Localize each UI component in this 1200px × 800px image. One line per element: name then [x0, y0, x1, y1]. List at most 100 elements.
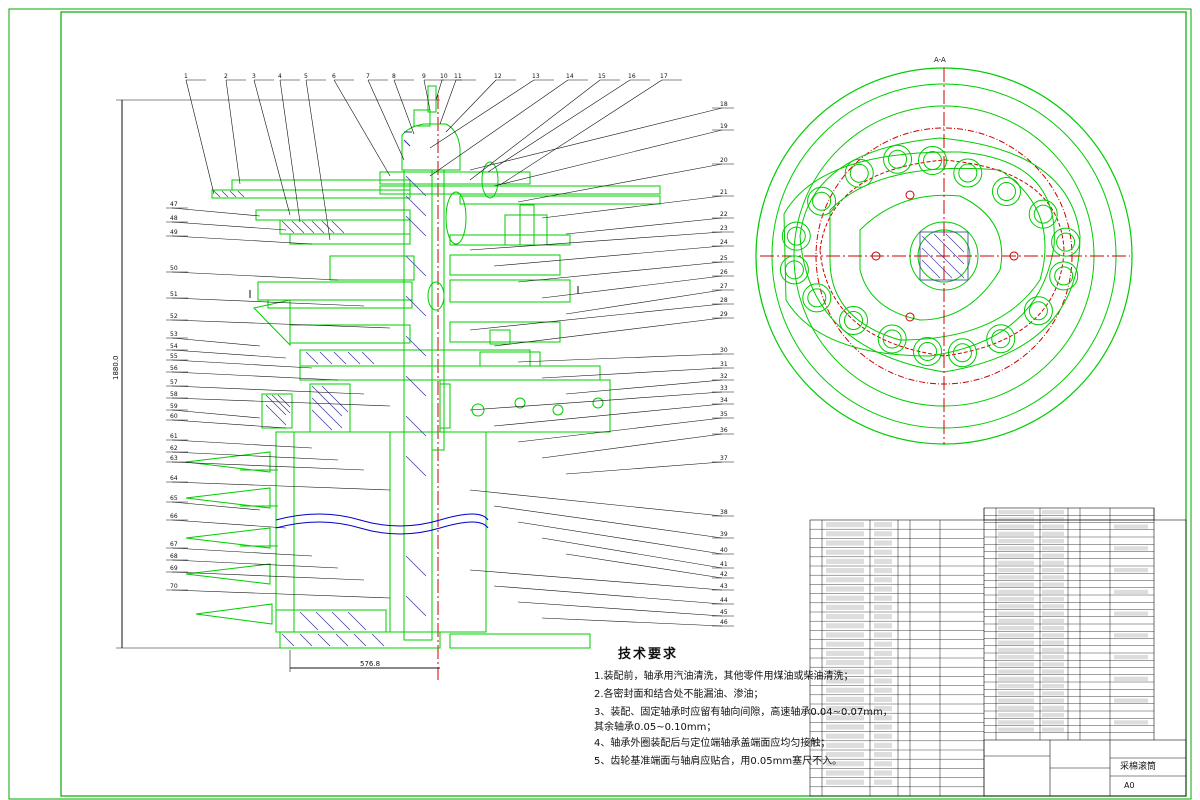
balloon-28: 28 [720, 297, 728, 304]
bom-cell-standard [1114, 524, 1148, 529]
balloon-35: 35 [720, 411, 728, 418]
balloon-14: 14 [566, 73, 574, 80]
balloon-34: 34 [720, 397, 728, 404]
bom-cell-name [1042, 553, 1064, 558]
bom-cell-name [1042, 524, 1064, 529]
bom-cell-code [998, 553, 1034, 558]
spindle-hole [986, 324, 1016, 354]
bom-cell-name [874, 660, 892, 666]
bom-cell-name [1042, 705, 1064, 710]
bom-cell-code [998, 560, 1034, 565]
bom-cell-name [874, 558, 892, 564]
bom-cell-code [998, 510, 1034, 515]
bom-cell-code [826, 614, 864, 620]
bom-cell-code [998, 582, 1034, 587]
spindle-hole [913, 336, 943, 366]
bom-cell-name [874, 568, 892, 574]
spindle-hole [802, 283, 832, 313]
balloon-24: 24 [720, 239, 728, 246]
balloon-7: 7 [366, 73, 370, 80]
balloon-26: 26 [720, 269, 728, 276]
bom-cell-code [998, 633, 1034, 638]
bom-cell-standard [1114, 589, 1148, 594]
bom-cell-name [1042, 604, 1064, 609]
title-block [983, 739, 1187, 797]
spindle-hole [781, 221, 811, 251]
bom-cell-name [874, 733, 892, 739]
bom-cell-code [826, 678, 864, 684]
bom-cell-name [1042, 647, 1064, 652]
balloon-69: 69 [170, 565, 178, 572]
bom-cell-code [826, 669, 864, 675]
sheet-size: A0 [1124, 781, 1135, 790]
bom-cell-name [1042, 684, 1064, 689]
bom-cell-name [1042, 611, 1064, 616]
bom-cell-name [1042, 713, 1064, 718]
balloon-17: 17 [660, 73, 668, 80]
bom-cell-code [998, 524, 1034, 529]
spindle-hole [844, 158, 874, 188]
bom-cell-code [998, 705, 1034, 710]
spindle-hole [1049, 261, 1079, 291]
spindle-hole [883, 144, 913, 174]
bom-cell-code [826, 577, 864, 583]
tech-requirement-5: 5、齿轮基准端面与轴肩应贴合，用0.05mm塞尺不入。 [594, 756, 843, 767]
balloon-29: 29 [720, 311, 728, 318]
balloon-62: 62 [170, 445, 178, 452]
balloon-42: 42 [720, 571, 728, 578]
balloon-30: 30 [720, 347, 728, 354]
bom-cell-name [1042, 669, 1064, 674]
bom-cell-name [1042, 560, 1064, 565]
balloon-49: 49 [170, 229, 178, 236]
section-view-a-a: A-A [755, 56, 1133, 445]
spindle-hole-inner [784, 260, 804, 280]
balloon-58: 58 [170, 391, 178, 398]
bom-cell-code [826, 641, 864, 647]
bom-cell-name [874, 522, 892, 528]
balloon-20: 20 [720, 157, 728, 164]
balloon-5: 5 [304, 73, 308, 80]
spindle-hole-inner [888, 149, 908, 169]
balloon-54: 54 [170, 343, 178, 350]
bom-cell-name [1042, 589, 1064, 594]
bom-cell-standard [1114, 633, 1148, 638]
bom-cell-standard [1114, 568, 1148, 573]
bom-cell-code [826, 595, 864, 601]
balloon-57: 57 [170, 379, 178, 386]
bom-cell-code [998, 531, 1034, 536]
spindle-hole [917, 146, 947, 176]
balloon-44: 44 [720, 597, 728, 604]
bom-cell-standard [1114, 698, 1148, 703]
bom-cell-name [874, 752, 892, 758]
spindle-hole [953, 158, 983, 188]
bom-cell-standard [1114, 676, 1148, 681]
spindle-hole-inner [922, 151, 942, 171]
balloon-70: 70 [170, 583, 178, 590]
spindle-hole-inner [786, 226, 806, 246]
bom-cell-name [874, 742, 892, 748]
balloon-43: 43 [720, 583, 728, 590]
balloon-53: 53 [170, 331, 178, 338]
balloon-59: 59 [170, 403, 178, 410]
balloon-67: 67 [170, 541, 178, 548]
balloon-36: 36 [720, 427, 728, 434]
bom-cell-name [874, 696, 892, 702]
bom-cell-name [1042, 662, 1064, 667]
bom-cell-name [1042, 626, 1064, 631]
balloon-8: 8 [392, 73, 396, 80]
balloon-64: 64 [170, 475, 178, 482]
spindle-hole-inner [996, 181, 1016, 201]
bom-cell-code [998, 640, 1034, 645]
bom-cell-code [826, 650, 864, 656]
bom-cell-name [1042, 698, 1064, 703]
balloon-68: 68 [170, 553, 178, 560]
bom-cell-code [826, 531, 864, 537]
bom-cell-name [1042, 691, 1064, 696]
balloon-37: 37 [720, 455, 728, 462]
bom-cell-name [874, 577, 892, 583]
balloon-55: 55 [170, 353, 178, 360]
bom-cell-code [826, 706, 864, 712]
bom-cell-code [826, 632, 864, 638]
spindle-hole [839, 306, 869, 336]
